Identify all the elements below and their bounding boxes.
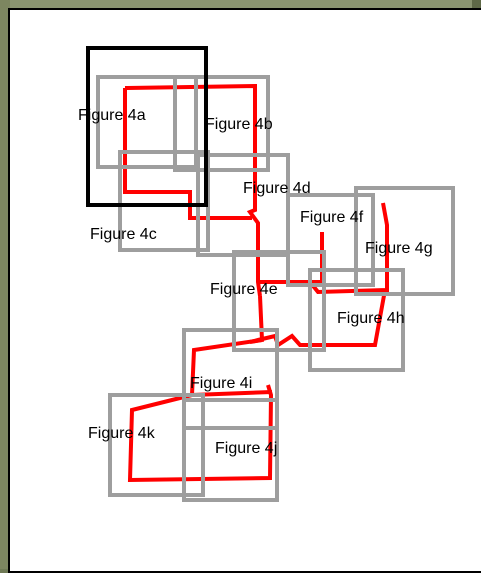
figure-labels: Figure 4a Figure 4b Figure 4c Figure 4d … [78, 107, 433, 457]
frame-figure-4i[interactable] [182, 328, 279, 430]
frame-figure-4a[interactable] [86, 46, 208, 207]
frame-figure-4h[interactable] [308, 268, 405, 372]
label-figure-4d: Figure 4d [243, 180, 311, 197]
label-figure-4e: Figure 4e [210, 281, 278, 298]
label-figure-4c: Figure 4c [90, 226, 157, 243]
frame-figure-4k[interactable] [108, 393, 205, 497]
label-figure-4f: Figure 4f [300, 209, 364, 226]
frame-figure-4j[interactable] [182, 398, 279, 502]
frame-figure-4a-inner [96, 75, 198, 169]
label-figure-4h: Figure 4h [337, 310, 405, 327]
frame-figure-4f[interactable] [286, 193, 375, 287]
label-figure-4i: Figure 4i [190, 375, 252, 392]
label-figure-4g: Figure 4g [365, 240, 433, 257]
frame-figure-4b[interactable] [173, 75, 270, 172]
label-figure-4a: Figure 4a [78, 107, 146, 124]
route-line [123, 83, 389, 483]
figure-frames [86, 46, 455, 502]
label-figure-4b: Figure 4b [205, 116, 273, 133]
label-figure-4k: Figure 4k [88, 425, 156, 442]
label-figure-4j: Figure 4j [215, 440, 277, 457]
